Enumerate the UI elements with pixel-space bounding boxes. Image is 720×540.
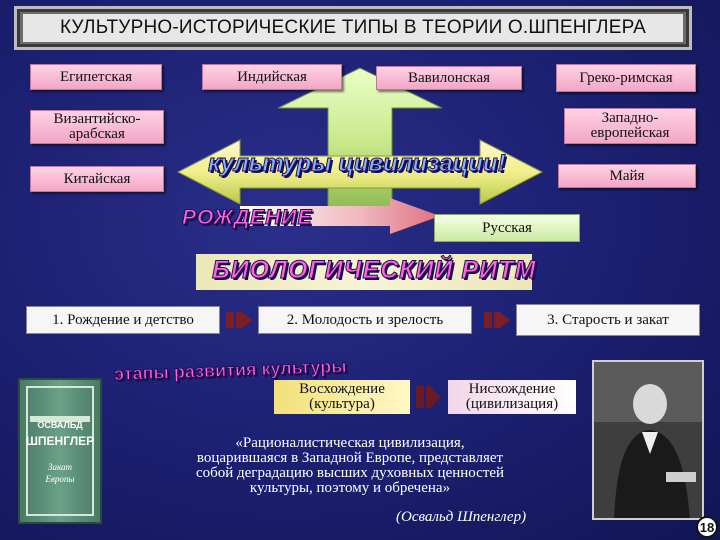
book-title-line2: Европы — [45, 474, 75, 484]
book-surname: ШПЕНГЛЕР — [25, 434, 95, 448]
quote-line2: воцарившаяся в Западной Европе, представ… — [196, 450, 504, 466]
book-author: ОСВАЛЬД — [37, 420, 83, 430]
stage-3: 3. Старость и закат — [516, 304, 700, 336]
culture-western-line2: европейская — [590, 125, 670, 141]
quote-line1: «Рационалистическая цивилизация, — [235, 435, 465, 451]
culture-byzantine-line2: арабская — [69, 126, 125, 142]
ascent-box: Восхождение (культура) — [274, 380, 410, 414]
culture-maya: Майя — [558, 164, 696, 188]
biological-rhythm-banner — [196, 254, 532, 290]
culture-byzantine-arabic: Византийско- арабская — [30, 110, 164, 144]
portrait-image — [594, 362, 702, 518]
quote-line4: культуры, поэтому и обречена» — [249, 480, 451, 496]
culture-babylonian: Вавилонская — [376, 66, 522, 90]
culture-byzantine-line1: Византийско- — [53, 111, 141, 127]
wordart-birth: РОЖДЕНИЕ — [181, 206, 313, 230]
wordart-cultures-civilizations: культуры цивилизации! — [208, 150, 507, 178]
stage-1: 1. Рождение и детство — [26, 306, 220, 334]
culture-egyptian: Египетская — [30, 64, 162, 90]
chevron-right-icon — [226, 312, 252, 328]
page-number: 18 — [696, 516, 718, 538]
book-title-line1: Закат — [48, 462, 72, 472]
culture-indian: Индийская — [202, 64, 342, 90]
descent-box: Нисхождение (цивилизация) — [448, 380, 576, 414]
descent-line1: Нисхождение — [468, 381, 556, 397]
descent-line2: (цивилизация) — [465, 396, 559, 412]
portrait-photo — [592, 360, 704, 520]
culture-chinese: Китайская — [30, 166, 164, 192]
title-frame: КУЛЬТУРНО-ИСТОРИЧЕСКИЕ ТИПЫ В ТЕОРИИ О.Ш… — [14, 6, 692, 50]
birth-arrow-icon — [240, 198, 440, 234]
four-way-arrow-icon — [176, 67, 544, 221]
chevron-right-icon — [416, 386, 440, 408]
culture-western-line1: Западно- — [601, 110, 659, 126]
culture-greco-roman: Греко-римская — [556, 64, 696, 92]
chevron-right-icon — [484, 312, 510, 328]
wordart-biological-rhythm: БИОЛОГИЧЕСКИЙ РИТМ — [212, 256, 537, 285]
quote-attribution: (Освальд Шпенглер) — [396, 509, 527, 525]
quote-line3: собой деградацию высших духовных ценност… — [195, 465, 505, 481]
slide-title: КУЛЬТУРНО-ИСТОРИЧЕСКИЕ ТИПЫ В ТЕОРИИ О.Ш… — [23, 14, 683, 42]
culture-russian: Русская — [434, 214, 580, 242]
book-cover: ОСВАЛЬД ШПЕНГЛЕР Закат Европы — [18, 378, 102, 524]
stage-2: 2. Молодость и зрелость — [258, 306, 472, 334]
culture-western-european: Западно- европейская — [564, 108, 696, 144]
ascent-line2: (культура) — [309, 396, 375, 412]
quote-block: «Рационалистическая цивилизация, воцарив… — [140, 436, 560, 496]
ascent-line1: Восхождение — [299, 381, 385, 397]
